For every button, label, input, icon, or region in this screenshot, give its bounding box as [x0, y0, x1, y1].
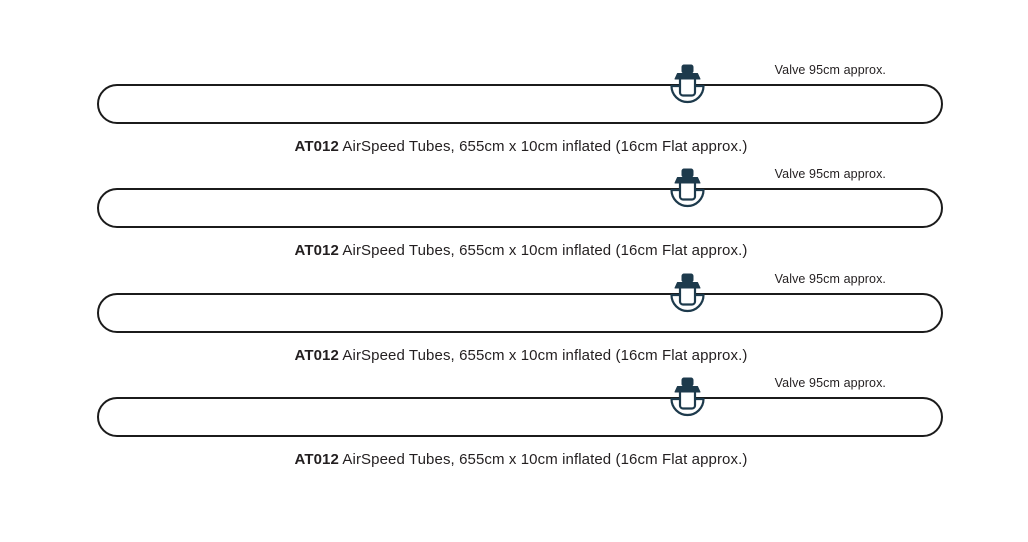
product-description: AirSpeed Tubes, 655cm x 10cm inflated (1… — [342, 138, 748, 155]
valve-flange — [674, 386, 701, 393]
product-code: AT012 — [294, 138, 339, 155]
product-description: AirSpeed Tubes, 655cm x 10cm inflated (1… — [342, 347, 748, 364]
airspeed-tube-outline — [97, 84, 943, 124]
valve-length-label: Valve 95cm approx. — [774, 376, 886, 390]
valve-flange — [674, 177, 701, 184]
tube-caption: AT012 AirSpeed Tubes, 655cm x 10cm infla… — [7, 137, 1028, 157]
tube-diagram-row: Valve 95cm approx. AT012 AirSpeed Tubes,… — [0, 59, 1028, 161]
tube-caption: AT012 AirSpeed Tubes, 655cm x 10cm infla… — [7, 346, 1028, 366]
valve-cap — [681, 273, 694, 283]
valve-cap — [681, 64, 694, 74]
valve-flange — [674, 73, 701, 80]
product-description: AirSpeed Tubes, 655cm x 10cm inflated (1… — [342, 242, 748, 259]
valve-cap — [681, 168, 694, 178]
valve-icon — [670, 377, 705, 417]
valve-length-label: Valve 95cm approx. — [774, 272, 886, 286]
valve-cap — [681, 377, 694, 387]
product-code: AT012 — [294, 451, 339, 468]
product-description: AirSpeed Tubes, 655cm x 10cm inflated (1… — [342, 451, 748, 468]
product-code: AT012 — [294, 242, 339, 259]
valve-icon — [670, 273, 705, 313]
airspeed-tube-outline — [97, 293, 943, 333]
tube-caption: AT012 AirSpeed Tubes, 655cm x 10cm infla… — [7, 450, 1028, 470]
product-code: AT012 — [294, 347, 339, 364]
tube-caption: AT012 AirSpeed Tubes, 655cm x 10cm infla… — [7, 241, 1028, 261]
valve-length-label: Valve 95cm approx. — [774, 63, 886, 77]
valve-icon — [670, 64, 705, 104]
valve-length-label: Valve 95cm approx. — [774, 167, 886, 181]
airspeed-tube-outline — [97, 188, 943, 228]
airspeed-tube-outline — [97, 397, 943, 437]
tube-diagram-row: Valve 95cm approx. AT012 AirSpeed Tubes,… — [0, 372, 1028, 474]
tube-diagram-row: Valve 95cm approx. AT012 AirSpeed Tubes,… — [0, 163, 1028, 265]
tube-diagram-row: Valve 95cm approx. AT012 AirSpeed Tubes,… — [0, 268, 1028, 370]
valve-flange — [674, 282, 701, 289]
valve-icon — [670, 168, 705, 208]
